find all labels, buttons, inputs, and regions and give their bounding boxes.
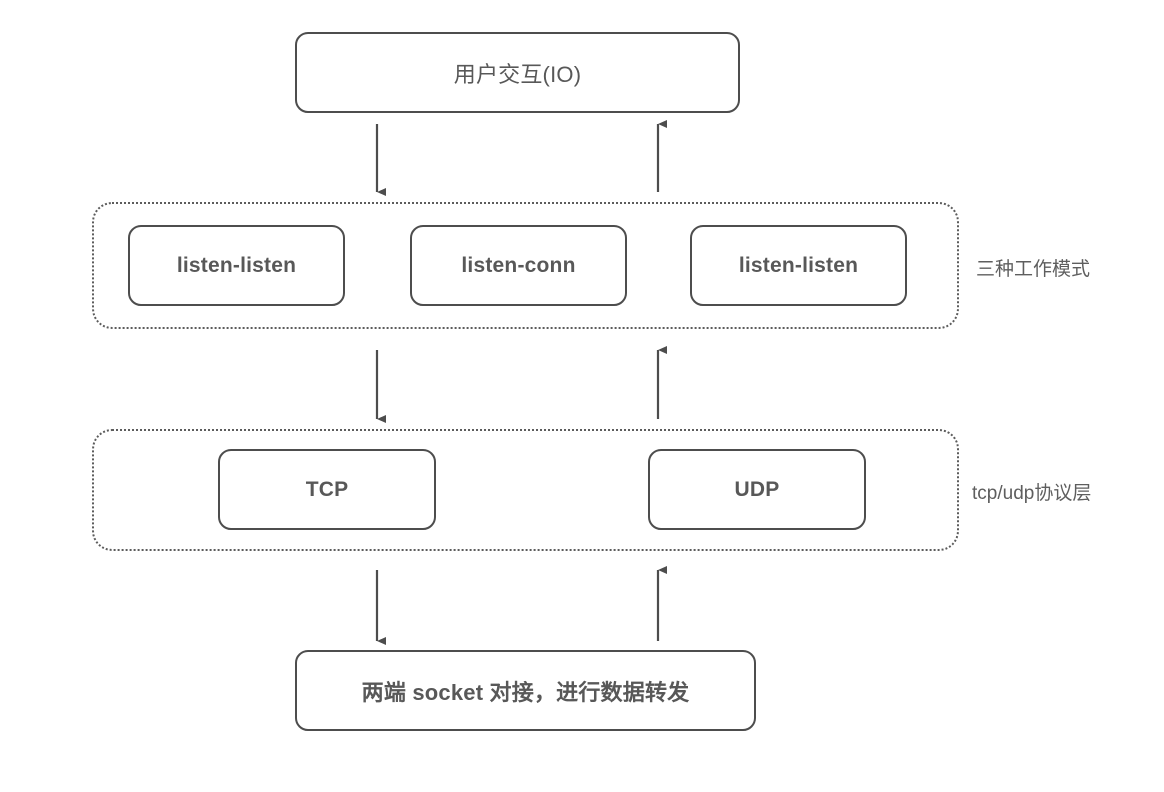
node-udp[interactable]: UDP [648,449,866,530]
group-protocol-layer-label: tcp/udp协议层 [972,483,1092,504]
node-listen-listen-1[interactable]: listen-listen [128,225,345,306]
node-socket-forwarding[interactable]: 两端 socket 对接，进行数据转发 [295,650,756,731]
node-listen-listen-2[interactable]: listen-listen [690,225,907,306]
group-work-modes-label: 三种工作模式 [976,259,1091,280]
node-tcp[interactable]: TCP [218,449,436,530]
group-protocol-layer [92,429,959,551]
node-listen-conn[interactable]: listen-conn [410,225,627,306]
node-listen-listen-1-label: listen-listen [176,253,297,277]
node-listen-conn-label: listen-conn [461,253,576,277]
node-udp-label: UDP [734,477,780,501]
node-user-interaction-io-label: 用户交互(IO) [453,61,582,87]
node-user-interaction-io[interactable]: 用户交互(IO) [295,32,740,113]
group-work-modes [92,202,959,329]
node-listen-listen-2-label: listen-listen [738,253,859,277]
node-socket-forwarding-label: 两端 socket 对接，进行数据转发 [361,679,690,705]
node-tcp-label: TCP [305,477,349,501]
